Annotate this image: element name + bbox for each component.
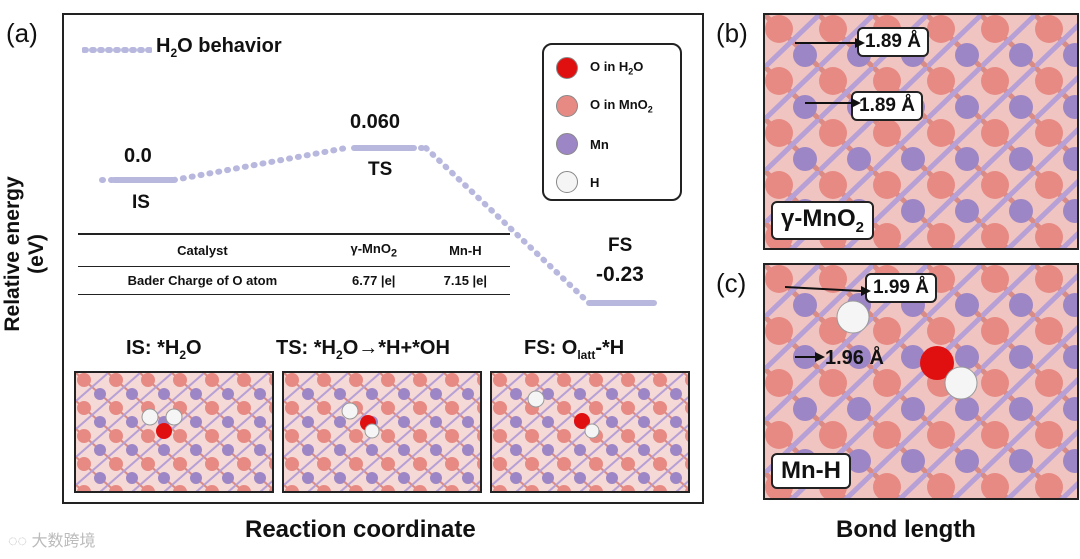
watermark: ◌◌ 大数跨境 — [8, 533, 96, 550]
arrows-b — [795, 38, 865, 108]
panel-a-frame: H2O behavior 0.0 IS 0.060 TS FS -0.23 Ca… — [62, 13, 704, 504]
table-header-mnh: Mn-H — [449, 242, 482, 258]
panel-c-structure: 1.99 Å 1.96 Å Mn-H — [763, 263, 1079, 500]
inset-ts-title: TS: *H2O→*H+*OH — [276, 337, 450, 362]
bond-length-label: Bond length — [836, 516, 976, 543]
o-h2o-swatch — [556, 57, 578, 79]
panel-label-a: (a) — [6, 18, 38, 48]
distance-label-c1: 1.99 Å — [865, 273, 937, 303]
distance-label-c2: 1.96 Å — [825, 347, 884, 369]
fs-lattice-svg — [492, 373, 688, 491]
structure-label-mno2: γ-MnO2 — [771, 201, 875, 240]
o-mno2-swatch — [556, 95, 578, 117]
table-header-catalyst: Catalyst — [177, 242, 228, 258]
bader-table: Catalyst γ-MnO2 Mn-H Bader Charge of O a… — [78, 233, 510, 295]
legend-o-h2o: O in H2O — [556, 49, 680, 87]
legend-path-swatch — [82, 47, 152, 53]
inset-fs-structure — [490, 371, 690, 493]
arrows-c — [785, 286, 871, 362]
watermark-logo-icon: ◌◌ — [8, 533, 28, 550]
structure-label-mnh: Mn-H — [771, 453, 851, 489]
is-state-label: IS — [132, 192, 150, 213]
ts-lattice-svg — [284, 373, 480, 491]
table-header-mno2: γ-MnO2 — [350, 241, 397, 260]
inset-ts-structure — [282, 371, 482, 493]
path-legend-label: H2O behavior — [156, 35, 282, 60]
legend-h: H — [556, 163, 680, 201]
panel-label-c: (c) — [716, 268, 747, 298]
panel-b-structure: 1.89 Å 1.89 Å γ-MnO2 — [763, 13, 1079, 250]
legend-o-mno2: O in MnO2 — [556, 87, 680, 125]
panel-label-b: (b) — [716, 18, 748, 48]
table-cell-mnh: 7.15 |e| — [443, 272, 488, 288]
is-lattice-svg — [76, 373, 272, 491]
is-energy-label: 0.0 — [124, 145, 152, 167]
fs-energy-label: -0.23 — [596, 263, 644, 286]
inset-is-title: IS: *H2O — [126, 337, 202, 362]
y-axis-label: Relative energy (eV) — [1, 176, 48, 332]
table-cell-mno2: 6.77 |e| — [352, 272, 396, 288]
distance-label-b1: 1.89 Å — [857, 27, 929, 57]
ts-energy-label: 0.060 — [350, 111, 401, 133]
x-axis-label: Reaction coordinate — [245, 516, 476, 543]
inset-fs-title: FS: Olatt-*H — [524, 337, 625, 362]
h-swatch — [556, 171, 578, 193]
fs-state-label: FS — [608, 235, 633, 256]
energy-profile — [99, 145, 657, 306]
distance-label-b2: 1.89 Å — [851, 91, 923, 121]
legend-mn: Mn — [556, 125, 680, 163]
atom-legend: O in H2O O in MnO2 Mn H — [542, 43, 682, 201]
ts-state-label: TS — [368, 159, 393, 180]
mn-swatch — [556, 133, 578, 155]
table-cell-property: Bader Charge of O atom — [127, 272, 278, 288]
inset-is-structure — [74, 371, 274, 493]
